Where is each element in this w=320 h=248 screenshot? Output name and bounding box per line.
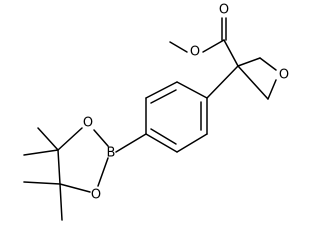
- atom-ester-oxygen: O: [190, 45, 200, 60]
- atom-dioxaborolane-oxygen-top: O: [83, 116, 93, 131]
- bond-o-bottom-c-lower: [59, 183, 91, 193]
- bond-methyl-2: [23, 149, 59, 156]
- bond-quaternary-c-phenyl: [206, 65, 239, 99]
- bond-ring-4: [145, 133, 178, 153]
- bond-ring-5: [176, 133, 208, 153]
- bond-ring-2: [145, 81, 178, 99]
- bond-oxetane-c4-c3: [237, 65, 269, 100]
- bond-methyl-4: [59, 183, 63, 221]
- bond-o-top-c-left: [57, 127, 83, 151]
- bond-boron-o-bottom: [97, 157, 109, 187]
- bond-ring-inner-2: [150, 128, 177, 145]
- bond-oxetane-o-c4: [267, 79, 277, 100]
- bond-boron-o-top: [93, 129, 109, 147]
- bond-phenyl-boron: [115, 133, 147, 153]
- bond-ring-inner-1: [150, 89, 177, 104]
- bond-methyl-3: [23, 181, 61, 185]
- bond-oxetane-c2-o: [259, 57, 277, 71]
- bond-ester-o-carbonyl-c: [202, 39, 225, 53]
- bond-carbonyl-c-quaternary-c: [223, 39, 239, 67]
- atom-oxetane-oxygen: O: [279, 68, 289, 83]
- structure-canvas: O O O B O O: [23, 2, 290, 221]
- atom-boron: B: [107, 146, 116, 161]
- bond-oxetane-c3-c2: [237, 57, 261, 67]
- bond-ring-1: [176, 81, 208, 99]
- atom-dioxaborolane-oxygen-bottom: O: [91, 188, 101, 203]
- bond-methyl-ester-o: [169, 41, 188, 53]
- chemical-structure: O O O B O O: [23, 3, 289, 221]
- bond-methyl-1: [37, 127, 59, 151]
- atom-carbonyl-oxygen: O: [219, 3, 229, 18]
- bond-c-left-c-lower: [57, 149, 61, 185]
